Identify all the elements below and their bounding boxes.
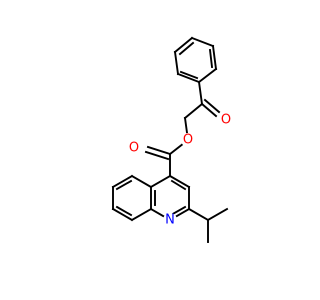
- molecule-structure-diagram: O O O N: [111, 36, 233, 243]
- bond-phenyl-to-ketone: [197, 80, 204, 106]
- bond-phenyl-4: [197, 67, 218, 84]
- bond-phenyl-6: [173, 50, 180, 76]
- bond-benzo-inner-1: [115, 179, 133, 191]
- atom-n-ring-label: N: [165, 213, 175, 228]
- bond-isopropyl-methyl-right: [206, 207, 229, 222]
- bond-phenyl-1: [173, 36, 194, 54]
- bond-phenyl-inner-3: [179, 70, 199, 80]
- bond-carbonyl-double-b: [144, 150, 170, 161]
- bond-phenyl-5: [176, 72, 201, 84]
- bond-phenyl-3: [211, 44, 218, 71]
- bond-benzo-5: [130, 207, 153, 222]
- bond-ketone-double-a: [200, 102, 218, 118]
- atom-n-ring: N: [163, 213, 177, 228]
- bond-ketone-to-ch2: [183, 102, 204, 120]
- atom-o-carbonyl-label: O: [129, 141, 139, 156]
- atom-o-ester: O: [181, 133, 195, 148]
- bond-phenyl-inner-2: [208, 48, 214, 69]
- atom-o-ketone-label: O: [221, 113, 231, 128]
- bond-quin-c4-c3: [168, 174, 191, 189]
- bond-benzo-2: [111, 174, 134, 189]
- bond-phenyl-2: [190, 36, 215, 48]
- bond-quin-c4a-c4: [149, 174, 172, 189]
- bond-phenyl-inner-1: [178, 41, 195, 56]
- atom-o-carbonyl: O: [127, 141, 141, 156]
- bond-ketone-double-b: [203, 98, 221, 114]
- bond-benzo-1: [130, 174, 153, 189]
- bond-quin-inner-1: [170, 179, 187, 191]
- atom-o-ester-label: O: [183, 133, 193, 148]
- bond-c2-to-isopropyl: [187, 207, 210, 222]
- bond-quin-inner-2: [169, 205, 187, 217]
- atom-o-ketone: O: [219, 113, 233, 128]
- bond-carbonyl-double-a: [146, 145, 172, 156]
- bond-benzo-4: [111, 207, 134, 222]
- bond-benzo-inner-2: [115, 205, 133, 217]
- atom-labels: O O O N: [127, 113, 233, 228]
